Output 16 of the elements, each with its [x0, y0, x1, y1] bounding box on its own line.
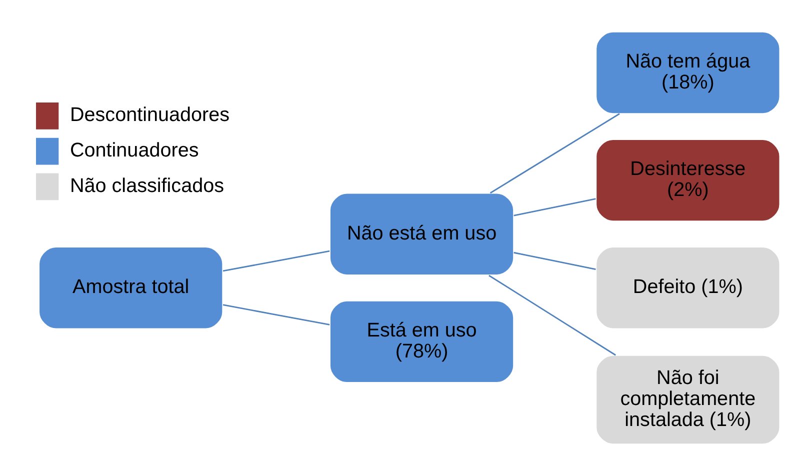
- connector: [490, 113, 620, 194]
- connector: [514, 198, 596, 216]
- node-box: Defeito (1%): [595, 246, 781, 330]
- node-box: Amostra total: [38, 246, 224, 330]
- connector: [222, 304, 330, 326]
- node-box: Não foi completamente instalada (1%): [595, 354, 781, 446]
- connector: [222, 250, 330, 272]
- legend-label: Descontinuadores: [70, 104, 230, 126]
- node-box: Não tem água (18%): [595, 30, 781, 114]
- legend-label: Continuadores: [70, 140, 199, 162]
- legend-label: Não classificados: [70, 174, 224, 197]
- connector: [514, 252, 596, 270]
- node-box: Desinteresse (2%): [595, 138, 781, 222]
- node-box: Não está em uso: [329, 192, 514, 276]
- connector: [488, 274, 616, 356]
- node-box: Está em uso (78%): [329, 300, 514, 384]
